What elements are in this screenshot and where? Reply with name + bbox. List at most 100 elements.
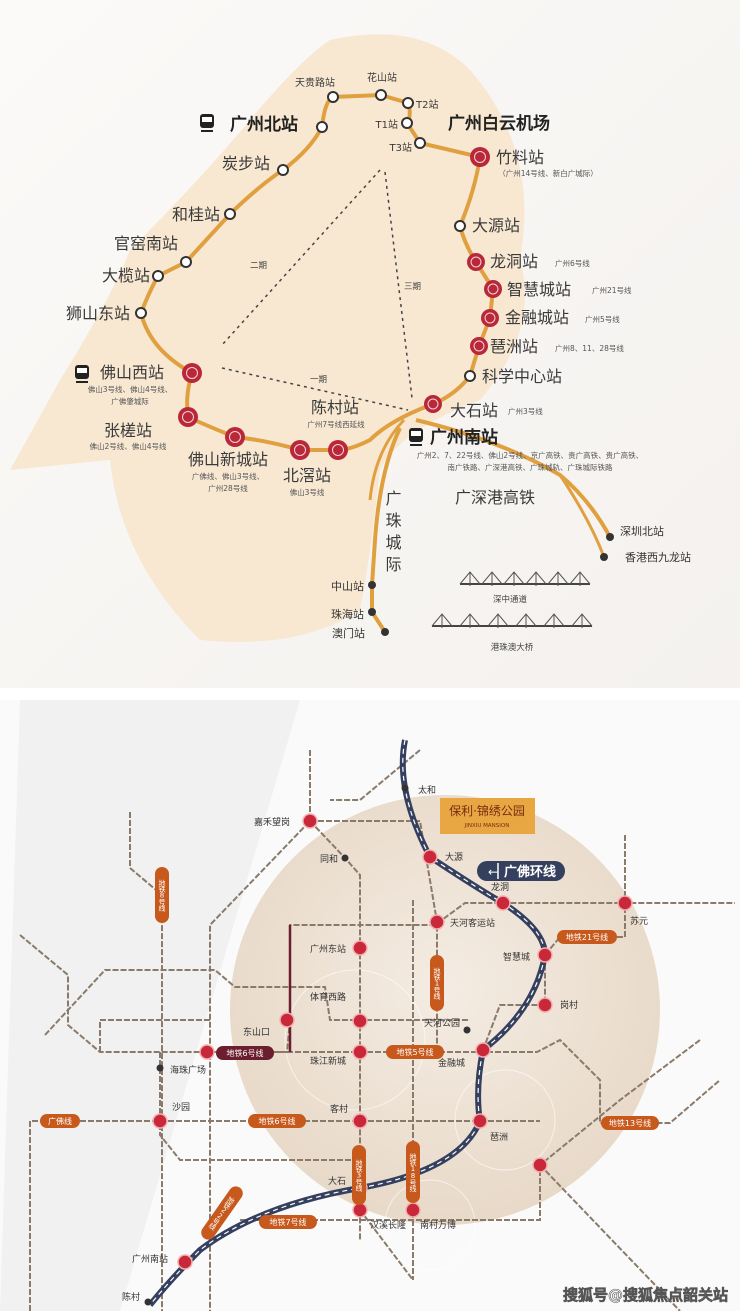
pill-bg [601, 1116, 659, 1130]
line-pill: 广佛线 [40, 1114, 80, 1128]
station-lines: 佛山2号线、佛山4号线 [89, 441, 167, 451]
station-lines: 广州3号线 [508, 406, 543, 416]
guangzhu-line-label: 广珠城际 [383, 490, 402, 578]
station-marker [617, 895, 633, 911]
line-pill: 地铁13号线 [601, 1116, 659, 1130]
pill-label: 地铁21号线 [566, 932, 608, 942]
train-icon [409, 428, 423, 446]
metro-line [207, 1038, 721, 1124]
station-name: 狮山东站 [66, 304, 130, 323]
station-9: 金融城站广州5号线 [481, 308, 620, 327]
guangzhou-south-label: 广州南站 [430, 427, 498, 448]
station-lines: 广州28号线 [208, 483, 248, 493]
station-ring [290, 440, 310, 460]
station-lines: 广州21号线 [592, 285, 632, 295]
station-name: 陈村站 [311, 398, 359, 417]
pill-bg [201, 1186, 243, 1240]
station-marker [352, 1013, 368, 1029]
station-dot [402, 97, 414, 109]
pill-bg [216, 1046, 274, 1060]
station-ring [470, 147, 490, 167]
station-ring [225, 427, 245, 447]
pill-bg [259, 1215, 317, 1229]
pill-label: 地铁13号线 [609, 1118, 651, 1128]
metro-line [359, 1209, 414, 1281]
pill-bg [40, 1114, 80, 1128]
station-dot [144, 1298, 152, 1306]
train-icon [200, 114, 214, 132]
station-name: 嘉禾望岗 [254, 816, 290, 828]
station-dot [327, 91, 339, 103]
bridge-tower [459, 613, 481, 628]
station-name: 汉溪长隆 [370, 1219, 406, 1231]
station-10: 琶洲站广州8、11、28号线 [470, 337, 624, 356]
station-name: 客村 [330, 1103, 348, 1115]
gsh-line-label: 广深港高铁 [455, 488, 535, 507]
logo-bg [440, 798, 535, 834]
station-name: 岗村 [560, 999, 578, 1011]
bridge-tower [515, 613, 537, 628]
station-marker-icon [470, 337, 488, 355]
pill-bg [386, 1045, 444, 1059]
logo-en: JINXIU MANSION [464, 823, 510, 829]
pill-label: 地铁3号线 [355, 1159, 363, 1192]
station-dot [375, 89, 387, 101]
train-window [411, 431, 421, 436]
station-marker [177, 1254, 193, 1270]
station-23: 广州北站 [230, 114, 328, 135]
station-pin-icon [182, 411, 194, 423]
disc-ring [454, 1069, 556, 1171]
metro-line [159, 1052, 360, 1161]
station-name: 中山站 [331, 579, 364, 593]
guangzhou-south-lines: 南广铁路、广深港高铁、广珠城轨、广珠城际铁路 [448, 462, 613, 472]
station-name: 同和 [320, 854, 338, 865]
station-name: 炭步站 [222, 154, 270, 173]
station-name: 北滘站 [283, 466, 331, 485]
station-lines: （广州14号线、新白广城际） [498, 168, 598, 178]
station-dot [401, 117, 413, 129]
station-ring [467, 253, 485, 271]
station-name: 琶洲 [490, 1132, 508, 1143]
bridge-tower [569, 571, 591, 586]
station-pin-icon [470, 256, 482, 268]
station-marker [472, 1113, 488, 1129]
station-name: 广州北站 [230, 114, 298, 135]
station-4: T3站 [389, 137, 426, 154]
station-ring [328, 440, 348, 460]
arrow-left-icon: ← [488, 865, 498, 879]
station-name: 珠海站 [331, 607, 364, 621]
station-3: T1站 [375, 117, 413, 131]
station-6: 大源站 [454, 216, 520, 235]
bridge-tower [431, 613, 453, 628]
station-name: 太和 [418, 784, 436, 796]
station-name: 天贵路站 [295, 76, 335, 89]
station-marker-icon [225, 427, 245, 447]
station-marker [537, 947, 553, 963]
station-dot [224, 208, 236, 220]
station-name: 大榄站 [102, 266, 150, 285]
station-dot [606, 533, 614, 541]
station-marker [429, 914, 445, 930]
station-lines: 广州5号线 [585, 314, 620, 324]
station-dot [600, 553, 608, 561]
station-name: 和桂站 [172, 205, 220, 224]
station-12: 大石站广州3号线 [424, 395, 543, 420]
disc-ring [284, 969, 426, 1111]
watermark: 搜狐号@搜狐焦点韶关站 [563, 1286, 728, 1304]
station-name: 金融城 [438, 1057, 465, 1069]
station-pin-icon [229, 431, 241, 443]
station-name: 海珠广场 [170, 1064, 206, 1076]
line-pill: 地铁18号线 [406, 1141, 420, 1203]
station-name: 深圳北站 [620, 524, 664, 538]
station-name: 沙园 [172, 1102, 190, 1113]
station-ring [182, 363, 202, 383]
station-8: 智慧城站广州21号线 [484, 280, 632, 299]
station-name: 琶洲站 [490, 337, 538, 356]
station-dot [381, 628, 389, 636]
station-name: 东山口 [243, 1026, 270, 1038]
station-marker-icon [481, 309, 499, 327]
pill-bg [352, 1145, 366, 1205]
